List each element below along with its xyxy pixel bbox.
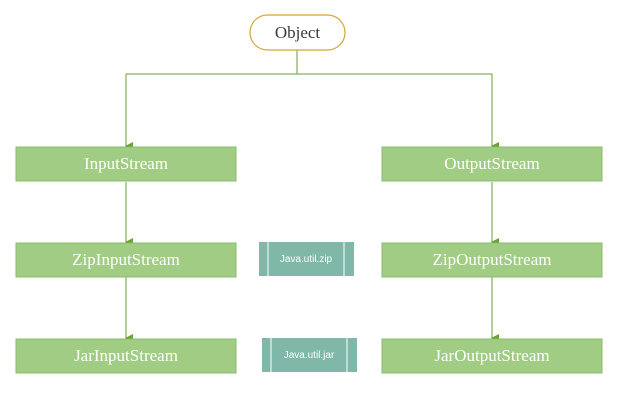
node-jaroutputstream-label: JarOutputStream	[434, 346, 549, 365]
node-object: Object	[249, 14, 346, 51]
package-jar-label: Java.util.jar	[284, 350, 335, 361]
node-outputstream-label: OutputStream	[444, 154, 539, 173]
edges	[125, 50, 499, 342]
node-zipoutputstream: ZipOutputStream	[381, 242, 603, 278]
node-jarinputstream: JarInputStream	[15, 338, 237, 374]
package-zip: Java.util.zip	[259, 242, 354, 276]
node-jaroutputstream: JarOutputStream	[381, 338, 603, 374]
node-outputstream: OutputStream	[381, 146, 603, 182]
node-zipinputstream: ZipInputStream	[15, 242, 237, 278]
node-object-label: Object	[275, 23, 321, 42]
node-jarinputstream-label: JarInputStream	[74, 346, 178, 365]
node-inputstream-label: InputStream	[84, 154, 168, 173]
package-zip-label: Java.util.zip	[280, 254, 333, 265]
node-zipinputstream-label: ZipInputStream	[72, 250, 180, 269]
node-inputstream: InputStream	[15, 146, 237, 182]
package-jar: Java.util.jar	[262, 338, 357, 372]
node-zipoutputstream-label: ZipOutputStream	[433, 250, 552, 269]
